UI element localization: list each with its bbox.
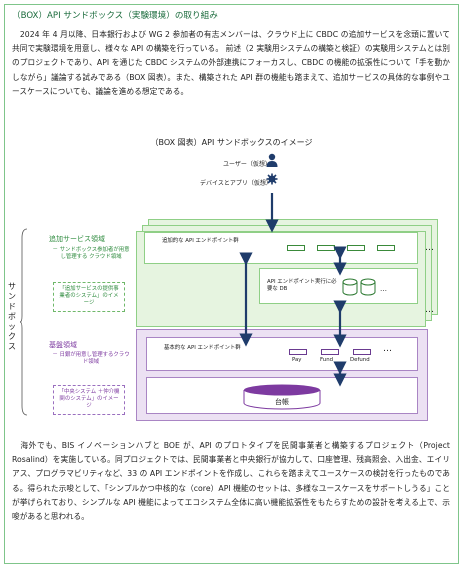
endpoint-pay-label: Pay	[292, 357, 302, 363]
additional-ellipsis-2: …	[425, 305, 434, 315]
additional-area-desc: － サンドボックス参加者が用意し管理する クラウド領域	[52, 247, 130, 260]
api-endpoint-slot	[317, 245, 335, 251]
api-endpoint-slot	[287, 245, 305, 251]
additional-db-box: API エンドポイント実行に必要な DB …	[259, 268, 418, 304]
user-icon	[266, 153, 278, 185]
diagram-title: （BOX 図表）API サンドボックスのイメージ	[150, 138, 313, 147]
sandbox-side-label: サンドボックス	[8, 282, 16, 351]
api-endpoint-pay	[289, 349, 307, 355]
device-label: デバイスとアプリ（仮想）	[200, 180, 272, 187]
base-ellipsis: …	[383, 344, 392, 354]
user-label: ユーザー（仮想）	[223, 161, 271, 168]
side-bracket	[20, 228, 28, 416]
api-endpoint-defund	[353, 349, 371, 355]
rosalind-paragraph: 海外でも、BIS イノベーションハブと BOE が、API のプロトタイプを民間…	[12, 441, 450, 522]
base-area-note: 「中央システム ＋仲介機関のシステム」のイメージ	[53, 385, 125, 415]
base-api-group: 基本的な API エンドポイント群 Pay Fund Defund …	[146, 337, 418, 371]
api-endpoint-fund	[321, 349, 339, 355]
base-api-group-label: 基本的な API エンドポイント群	[164, 345, 241, 351]
endpoint-defund-label: Defund	[350, 357, 370, 363]
endpoint-fund-label: Fund	[320, 357, 334, 363]
additional-ellipsis: …	[425, 243, 434, 253]
api-endpoint-slot	[347, 245, 365, 251]
base-area-desc: － 日銀が用意し管理するクラウド領域	[52, 352, 130, 365]
additional-area-note: 「追加サービスの提供事業者のシステム」のイメージ	[53, 282, 125, 312]
additional-db-label: API エンドポイント実行に必要な DB	[267, 279, 337, 292]
intro-paragraph: 2024 年 4 月以降、日本銀行および WG 2 参加者の有志メンバーは、クラ…	[12, 30, 450, 96]
ledger-box: 台帳	[146, 377, 418, 414]
additional-api-group: 追加的な API エンドポイント群	[144, 232, 418, 264]
svg-text:…: …	[380, 285, 387, 293]
ledger-db-icon	[243, 384, 321, 410]
api-endpoint-slot	[377, 245, 395, 251]
base-area-title: 基盤領域	[49, 341, 77, 349]
ledger-label: 台帳	[275, 398, 289, 406]
additional-api-group-label: 追加的な API エンドポイント群	[162, 238, 239, 244]
box-heading: （BOX）API サンドボックス（実験環境）の取り組み	[12, 11, 218, 21]
database-icon: …	[342, 278, 387, 296]
additional-area-title: 追加サービス領域	[49, 235, 105, 243]
